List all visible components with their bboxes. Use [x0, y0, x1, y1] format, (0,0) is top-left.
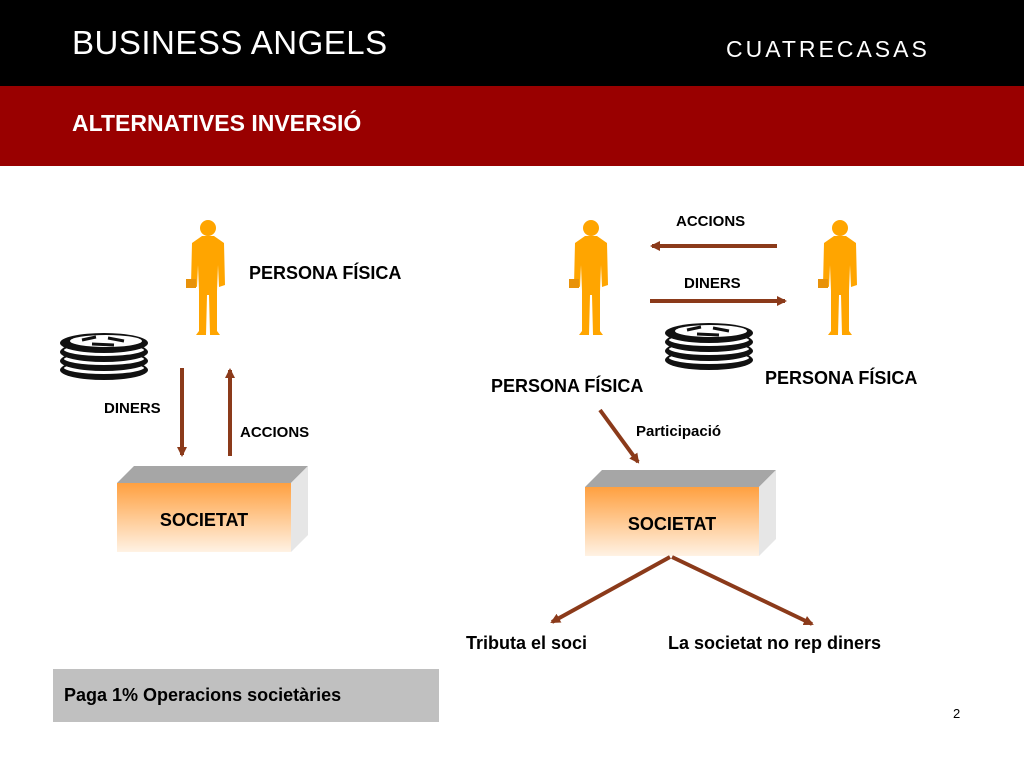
section-bar: [0, 86, 1024, 166]
left-company-label: SOCIETAT: [159, 510, 249, 530]
participation-arrow: [598, 408, 640, 464]
company-box-right: [585, 470, 776, 556]
company-box-left: [117, 466, 308, 552]
left-diners-label: DINERS: [104, 400, 161, 417]
right-person-a-label: PERSONA FÍSICA: [491, 376, 644, 396]
person-silhouette-icon: [186, 220, 225, 335]
right-diners-label: DINERS: [684, 275, 741, 292]
right-person-b-label: PERSONA FÍSICA: [765, 368, 918, 388]
person-silhouette-icon: [569, 220, 608, 335]
section-title: ALTERNATIVES INVERSIÓ: [72, 110, 362, 136]
left-person-label: PERSONA FÍSICA: [249, 263, 402, 283]
note-box: [53, 669, 439, 722]
brand-logo: CUATRECASAS: [726, 36, 930, 62]
participation-label: Participació: [636, 423, 722, 440]
right-company-label: SOCIETAT: [627, 514, 717, 534]
header-bar: [0, 0, 1024, 86]
left-accions-label: ACCIONS: [240, 424, 310, 441]
outcome-arrow-left: [550, 555, 671, 624]
person-silhouette-icon: [818, 220, 857, 335]
outcome-arrow-right: [671, 555, 814, 626]
coin-stack-icon: [58, 331, 150, 382]
right-accions-label: ACCIONS: [676, 213, 746, 230]
outcome-right-label: La societat no rep diners: [668, 633, 882, 653]
page-number: 2: [953, 706, 961, 721]
note-text: Paga 1% Operacions societàries: [64, 685, 342, 705]
outcome-left-label: Tributa el soci: [466, 633, 588, 653]
coin-stack-icon: [663, 321, 755, 372]
slide-title: BUSINESS ANGELS: [72, 24, 388, 61]
